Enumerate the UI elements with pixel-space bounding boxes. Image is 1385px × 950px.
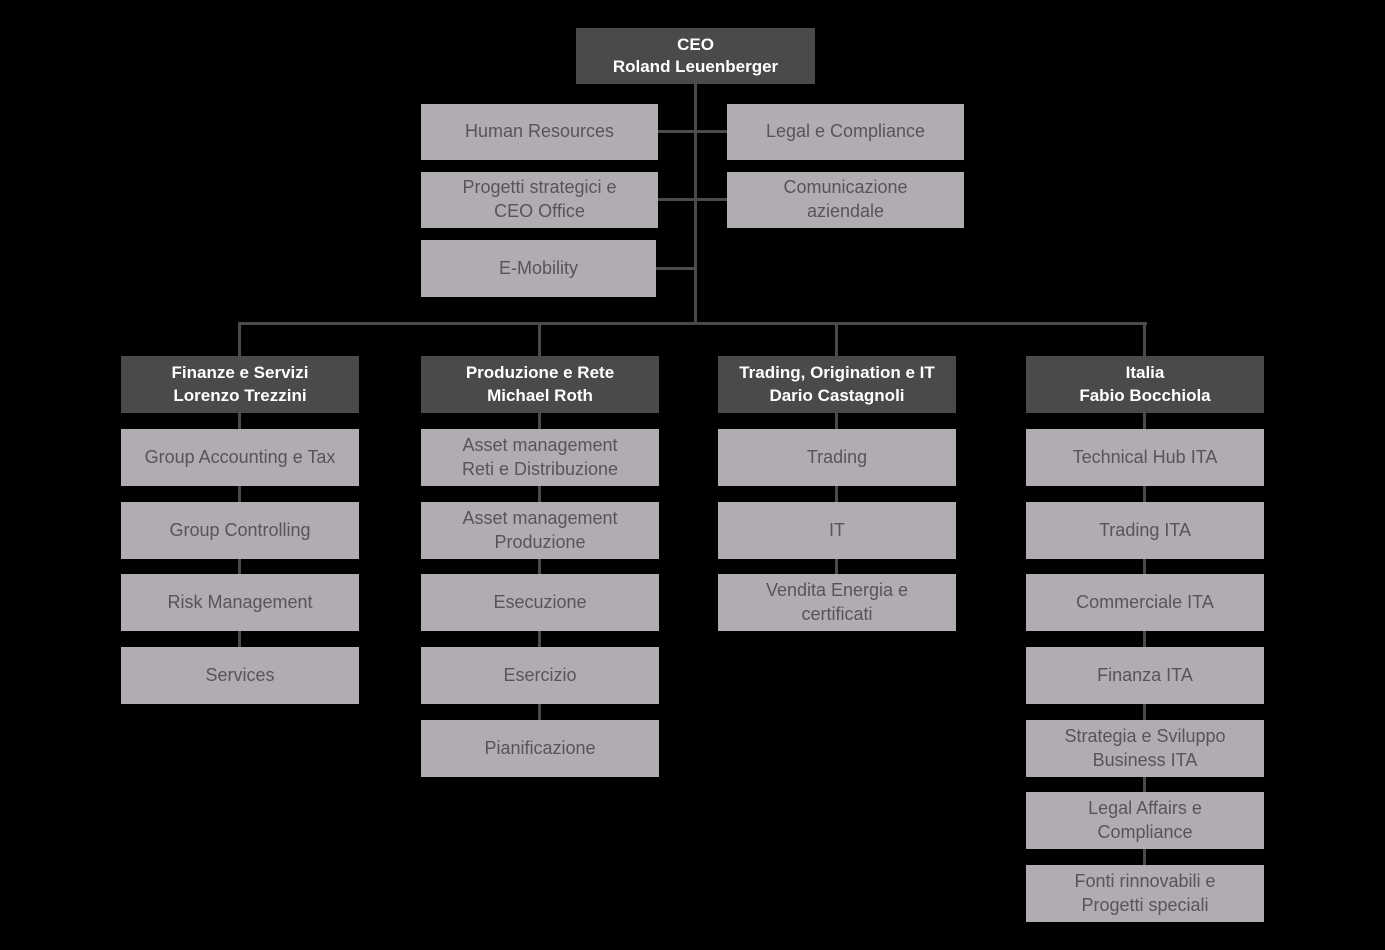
connector-column1-vertical [238,322,241,655]
unit-box-esecuzione: Esecuzione [421,574,659,631]
staff-box-progetti-strategici-ceo-office: Progetti strategici e CEO Office [421,172,658,228]
unit-box-finanza-ita: Finanza ITA [1026,647,1264,704]
ceo-box: CEO Roland Leuenberger [576,28,815,84]
division-header-italia: Italia Fabio Bocchiola [1026,356,1264,413]
unit-box-technical-hub-ita: Technical Hub ITA [1026,429,1264,486]
unit-box-asset-management-reti-e-distribuzione: Asset management Reti e Distribuzione [421,429,659,486]
unit-box-esercizio: Esercizio [421,647,659,704]
connector-ceo-trunk [694,84,697,325]
unit-box-trading: Trading [718,429,956,486]
unit-box-strategia-e-sviluppo-business-ita: Strategia e Sviluppo Business ITA [1026,720,1264,777]
connector-staff-row2 [658,198,728,201]
unit-box-risk-management: Risk Management [121,574,359,631]
staff-box-e-mobility: E-Mobility [421,240,656,297]
connector-staff-row1 [658,130,728,133]
unit-box-it: IT [718,502,956,559]
unit-box-group-controlling: Group Controlling [121,502,359,559]
unit-box-fonti-rinnovabili-e-progetti-speciali: Fonti rinnovabili e Progetti speciali [1026,865,1264,922]
unit-box-group-accounting-e-tax: Group Accounting e Tax [121,429,359,486]
staff-box-legal-e-compliance: Legal e Compliance [727,104,964,160]
division-header-finanze-e-servizi: Finanze e Servizi Lorenzo Trezzini [121,356,359,413]
unit-box-legal-affairs-e-compliance: Legal Affairs e Compliance [1026,792,1264,849]
unit-box-asset-management-produzione: Asset management Produzione [421,502,659,559]
division-header-trading-origination-e-it: Trading, Origination e IT Dario Castagno… [718,356,956,413]
unit-box-vendita-energia-e-certificati: Vendita Energia e certificati [718,574,956,631]
connector-staff-row3 [656,267,695,270]
connector-divisions-horizontal [238,322,1147,325]
unit-box-services: Services [121,647,359,704]
staff-box-human-resources: Human Resources [421,104,658,160]
unit-box-pianificazione: Pianificazione [421,720,659,777]
unit-box-commerciale-ita: Commerciale ITA [1026,574,1264,631]
staff-box-comunicazione-aziendale: Comunicazione aziendale [727,172,964,228]
unit-box-trading-ita: Trading ITA [1026,502,1264,559]
division-header-produzione-e-rete: Produzione e Rete Michael Roth [421,356,659,413]
